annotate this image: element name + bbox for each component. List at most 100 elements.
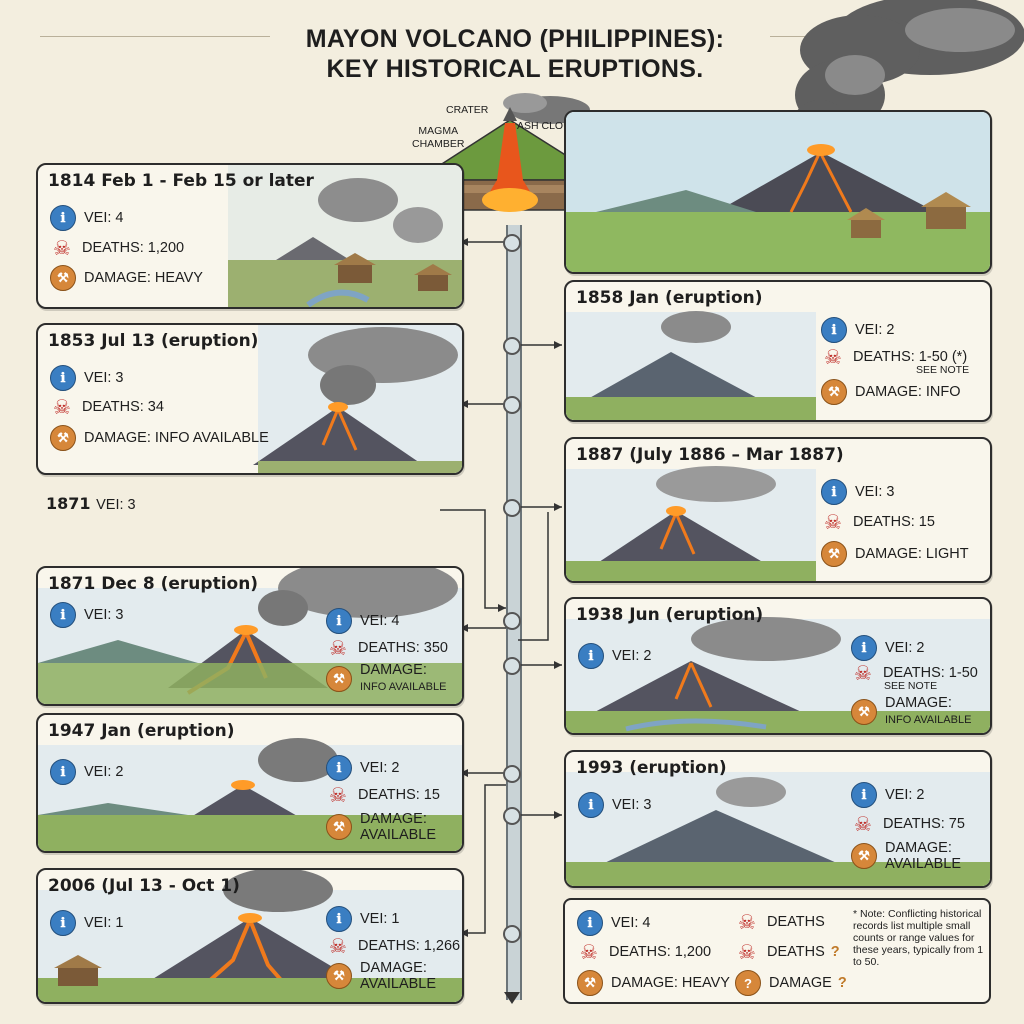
skull-icon: ☠ xyxy=(738,911,756,934)
question-mark-icon: ? xyxy=(837,975,847,991)
vei-stat-left: ℹ VEI: 2 xyxy=(50,759,124,785)
damage-value: AVAILABLE xyxy=(360,827,437,843)
deaths-value: DEATHS: 1-50 (*) xyxy=(853,349,968,365)
loose-year: 1871 xyxy=(46,494,91,513)
damage-value: INFO AVAILABLE xyxy=(885,714,972,726)
vei-gauge-icon: ℹ xyxy=(851,635,877,661)
legend-deaths-label: DEATHS xyxy=(767,944,825,960)
volcano-eruption-illustration xyxy=(566,617,990,733)
damage-stat: ⚒ DAMAGE:AVAILABLE xyxy=(851,840,961,872)
damage-value: DAMAGE: HEAVY xyxy=(84,270,203,286)
damage-hammer-icon: ⚒ xyxy=(577,970,603,996)
title-line-2: KEY HISTORICAL ERUPTIONS. xyxy=(326,55,704,83)
timeline-node xyxy=(503,337,521,355)
damage-stat: ⚒DAMAGE: LIGHT xyxy=(821,541,969,567)
damage-hammer-icon: ⚒ xyxy=(326,963,352,989)
damage-stat: ⚒ DAMAGE:AVAILABLE xyxy=(326,960,436,992)
volcano-eruption-illustration xyxy=(38,738,462,851)
damage-label: DAMAGE: xyxy=(360,960,427,976)
card-title: 1814 Feb 1 - Feb 15 or later xyxy=(48,171,314,191)
volcano-landscape-illustration xyxy=(566,772,990,886)
volcano-landscape-illustration xyxy=(566,311,816,420)
card-title: 1938 Jun (eruption) xyxy=(576,605,764,625)
damage-value: DAMAGE: LIGHT xyxy=(855,546,969,562)
legend-damage-label: DAMAGE: HEAVY xyxy=(611,975,730,991)
vei-gauge-icon: ℹ xyxy=(50,759,76,785)
title-line-1: MAYON VOLCANO (PHILIPPINES): xyxy=(305,25,725,53)
skull-crossbones-icon: ☠ xyxy=(329,935,347,958)
legend-note: * Note: Conflicting historical records l… xyxy=(853,908,984,968)
volcano-eruption-illustration xyxy=(253,325,462,473)
damage-hammer-icon: ⚒ xyxy=(851,843,877,869)
damage-hammer-icon: ⚒ xyxy=(851,698,877,725)
damage-stat: ⚒DAMAGE:INFO AVAILABLE xyxy=(326,662,446,695)
legend-damage-a: ⚒ DAMAGE: HEAVY xyxy=(577,970,730,996)
damage-label: DAMAGE: xyxy=(885,695,952,711)
deaths-value: DEATHS: 1,266 xyxy=(358,938,461,954)
vei-value: VEI: 2 xyxy=(855,322,895,338)
village-eruption-illustration xyxy=(38,870,462,1002)
vei-gauge-icon: ℹ xyxy=(50,602,76,628)
vei-value: VEI: 2 xyxy=(84,764,124,780)
vei-value: VEI: 3 xyxy=(84,607,124,623)
damage-value: AVAILABLE xyxy=(885,856,962,872)
vei-value: VEI: 2 xyxy=(360,760,400,776)
vei-gauge-icon: ℹ xyxy=(577,910,603,936)
deaths-stat: ☠DEATHS: 75 xyxy=(851,812,965,836)
timeline-node xyxy=(503,765,521,783)
damage-hammer-icon: ⚒ xyxy=(50,425,76,451)
timeline-node xyxy=(503,657,521,675)
skull-crossbones-icon: ☠ xyxy=(854,662,872,685)
deaths-stat: ☠DEATHS: 15 xyxy=(821,510,935,534)
vei-gauge-icon: ℹ xyxy=(50,365,76,391)
loose-entry-1871: 1871 VEI: 3 xyxy=(46,494,136,513)
vei-gauge-icon: ℹ xyxy=(578,792,604,818)
vei-gauge-icon: ℹ xyxy=(851,782,877,808)
damage-stat: ⚒ DAMAGE: HEAVY xyxy=(50,265,203,291)
skull-crossbones-icon: ☠ xyxy=(738,941,756,964)
deaths-stat: ☠DEATHS: 15 xyxy=(326,783,440,807)
vei-value: VEI: 2 xyxy=(885,787,925,803)
deaths-value: DEATHS: 350 xyxy=(358,640,448,656)
vei-value: VEI: 2 xyxy=(885,640,925,656)
damage-label: DAMAGE: xyxy=(885,840,952,856)
deaths-stat: ☠DEATHS: 1-50 (*) xyxy=(821,345,967,369)
timeline-node xyxy=(503,234,521,252)
card-title: 1887 (July 1886 – Mar 1887) xyxy=(576,445,844,465)
skull-crossbones-icon: ☠ xyxy=(53,237,71,260)
vei-value: VEI: 3 xyxy=(855,484,895,500)
vei-stat: ℹ VEI: 2 xyxy=(851,635,925,661)
damage-value: AVAILABLE xyxy=(360,976,437,992)
damage-stat: ⚒DAMAGE: INFO AVAILABLE xyxy=(50,425,269,451)
card-title: 2006 (Jul 13 - Oct 1) xyxy=(48,876,240,896)
eruption-card-1887: 1887 (July 1886 – Mar 1887) ℹ VEI: 3 ☠DEA… xyxy=(564,437,992,583)
card-title: 1853 Jul 13 (eruption) xyxy=(48,331,259,351)
card-title: 1871 Dec 8 (eruption) xyxy=(48,574,259,594)
vei-value: VEI: 1 xyxy=(360,911,400,927)
timeline-node xyxy=(503,499,521,517)
damage-hammer-icon: ⚒ xyxy=(326,814,352,840)
vei-value: VEI: 4 xyxy=(360,613,400,629)
damage-stat: ⚒DAMAGE: INFO xyxy=(821,379,961,405)
damage-stat: ⚒DAMAGE:AVAILABLE xyxy=(326,811,436,843)
legend-deaths-b: ☠DEATHS: 1,200 xyxy=(577,940,711,964)
vei-gauge-icon: ℹ xyxy=(821,479,847,505)
timeline-node xyxy=(503,396,521,414)
deaths-stat: ☠ DEATHS: 1,266 xyxy=(326,934,460,958)
skull-crossbones-icon: ☠ xyxy=(580,941,598,964)
question-mark-icon: ? xyxy=(735,970,761,996)
timeline-node xyxy=(503,807,521,825)
legend-damage-label: DAMAGE xyxy=(769,975,832,991)
vei-gauge-icon: ℹ xyxy=(50,910,76,936)
damage-hammer-icon: ⚒ xyxy=(50,265,76,291)
question-mark-icon: ? xyxy=(830,944,840,960)
